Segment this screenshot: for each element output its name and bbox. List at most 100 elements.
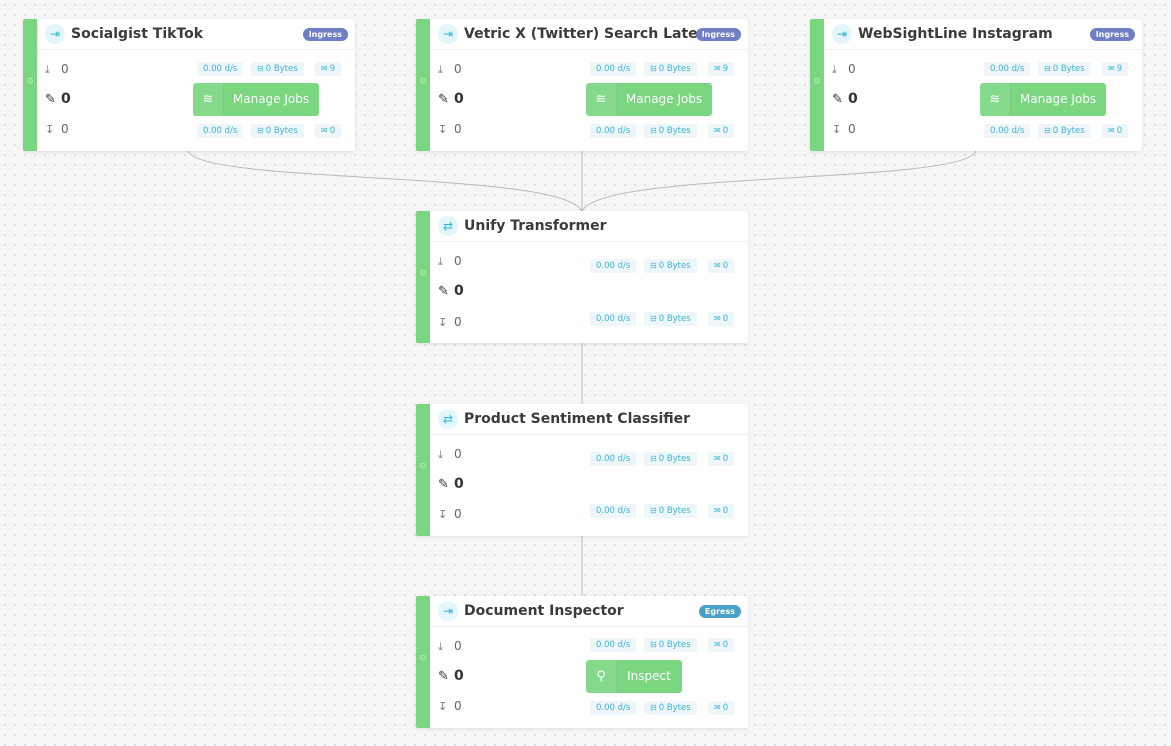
ingress-icon: ⇥ (832, 24, 852, 44)
layers-icon: ≋ (193, 83, 224, 116)
storage-icon: ⊟ (650, 506, 657, 515)
output-icon: ↧ (832, 123, 842, 136)
edit-icon: ✎ (438, 284, 449, 299)
rate-pill: 0.00 d/s (590, 504, 637, 518)
storage-icon: ⊟ (257, 64, 264, 73)
size-pill: ⊟0 Bytes (644, 452, 697, 466)
count-pill: ✉0 (708, 638, 735, 652)
node-title: Unify Transformer (464, 218, 607, 234)
rate-pill: 0.00 d/s (984, 62, 1031, 76)
node-header: ⇥ Vetric X (Twitter) Search Latest Ingre… (430, 19, 748, 50)
stat-input: ⤓0 (438, 639, 462, 653)
message-icon: ✉ (714, 64, 721, 73)
message-icon: ✉ (714, 126, 721, 135)
download-icon: ⤓ (832, 63, 837, 76)
count-pill: ✉0 (315, 124, 342, 138)
rate-pill: 0.00 d/s (590, 259, 637, 273)
message-icon: ✉ (714, 261, 721, 270)
node-document-inspector[interactable]: ⚙ ⇥ Document Inspector Egress ⤓0 ✎0 ↧0 0… (416, 596, 748, 728)
manage-jobs-button[interactable]: ≋ Manage Jobs (586, 83, 712, 116)
count-pill: ✉0 (1102, 124, 1129, 138)
stat-output: ↧0 (438, 315, 462, 329)
node-unify-transformer[interactable]: ⚙ ⇄ Unify Transformer ⤓0 ✎0 ↧0 0.00 d/s … (416, 211, 748, 343)
node-title: Vetric X (Twitter) Search Latest (464, 26, 713, 42)
gear-icon: ⚙ (419, 77, 428, 87)
size-pill: ⊟0 Bytes (644, 124, 697, 138)
transformer-icon: ⇄ (438, 216, 458, 236)
edge-socialgist-unify (187, 150, 583, 213)
message-icon: ✉ (321, 126, 328, 135)
node-header: ⇥ WebSightLine Instagram Ingress (824, 19, 1142, 50)
download-icon: ⤓ (438, 63, 443, 76)
count-pill: ✉0 (708, 312, 735, 326)
stat-input: ⤓0 (438, 447, 462, 461)
node-status-bar[interactable]: ⚙ (416, 404, 430, 536)
node-title: Document Inspector (464, 603, 624, 619)
layers-icon: ≋ (980, 83, 1011, 116)
download-icon: ⤓ (438, 448, 443, 461)
node-header: ⇄ Product Sentiment Classifier (430, 404, 748, 435)
message-icon: ✉ (714, 640, 721, 649)
edit-icon: ✎ (438, 669, 449, 684)
ingress-badge: Ingress (302, 28, 348, 41)
message-icon: ✉ (714, 454, 721, 463)
stat-input: ⤓0 (45, 62, 69, 76)
stat-output: ↧0 (438, 122, 462, 136)
node-header: ⇥ Document Inspector Egress (430, 596, 748, 627)
download-icon: ⤓ (438, 255, 443, 268)
node-socialgist-tiktok[interactable]: ⚙ ⇥ Socialgist TikTok Ingress ⤓0 ✎0 ↧0 0… (23, 19, 355, 151)
ingress-badge: Ingress (1089, 28, 1135, 41)
manage-jobs-button[interactable]: ≋ Manage Jobs (193, 83, 319, 116)
size-pill: ⊟0 Bytes (644, 504, 697, 518)
egress-badge: Egress (698, 605, 741, 618)
rate-pill: 0.00 d/s (197, 62, 244, 76)
count-pill: ✉0 (708, 504, 735, 518)
storage-icon: ⊟ (650, 64, 657, 73)
stat-processed: ✎0 (438, 668, 464, 684)
message-icon: ✉ (714, 506, 721, 515)
transformer-icon: ⇄ (438, 409, 458, 429)
stat-output: ↧0 (45, 122, 69, 136)
edit-icon: ✎ (45, 92, 56, 107)
node-status-bar[interactable]: ⚙ (23, 19, 37, 151)
node-vetric-x-search[interactable]: ⚙ ⇥ Vetric X (Twitter) Search Latest Ing… (416, 19, 748, 151)
node-status-bar[interactable]: ⚙ (416, 211, 430, 343)
output-icon: ↧ (438, 700, 448, 713)
stat-processed: ✎0 (438, 283, 464, 299)
count-pill: ✉0 (708, 124, 735, 138)
count-pill: ✉9 (315, 62, 342, 76)
rate-pill: 0.00 d/s (197, 124, 244, 138)
storage-icon: ⊟ (650, 703, 657, 712)
stat-processed: ✎0 (45, 91, 71, 107)
node-header: ⇄ Unify Transformer (430, 211, 748, 242)
storage-icon: ⊟ (1044, 64, 1051, 73)
storage-icon: ⊟ (650, 314, 657, 323)
rate-pill: 0.00 d/s (590, 312, 637, 326)
size-pill: ⊟0 Bytes (1038, 124, 1091, 138)
ingress-icon: ⇥ (438, 24, 458, 44)
stat-processed: ✎0 (438, 91, 464, 107)
node-status-bar[interactable]: ⚙ (416, 19, 430, 151)
node-product-sentiment-classifier[interactable]: ⚙ ⇄ Product Sentiment Classifier ⤓0 ✎0 ↧… (416, 404, 748, 536)
stat-input: ⤓0 (438, 62, 462, 76)
size-pill: ⊟0 Bytes (644, 701, 697, 715)
manage-jobs-button[interactable]: ≋ Manage Jobs (980, 83, 1106, 116)
ingress-badge: Ingress (695, 28, 741, 41)
edit-icon: ✎ (832, 92, 843, 107)
size-pill: ⊟0 Bytes (644, 638, 697, 652)
storage-icon: ⊟ (1044, 126, 1051, 135)
node-header: ⇥ Socialgist TikTok Ingress (37, 19, 355, 50)
stat-input: ⤓0 (832, 62, 856, 76)
node-status-bar[interactable]: ⚙ (416, 596, 430, 728)
edit-icon: ✎ (438, 477, 449, 492)
node-status-bar[interactable]: ⚙ (810, 19, 824, 151)
message-icon: ✉ (714, 314, 721, 323)
count-pill: ✉0 (708, 259, 735, 273)
egress-icon: ⇥ (438, 601, 458, 621)
gear-icon: ⚙ (813, 77, 822, 87)
ingress-icon: ⇥ (45, 24, 65, 44)
rate-pill: 0.00 d/s (590, 124, 637, 138)
storage-icon: ⊟ (257, 126, 264, 135)
node-websightline-instagram[interactable]: ⚙ ⇥ WebSightLine Instagram Ingress ⤓0 ✎ 0… (810, 19, 1142, 151)
inspect-button[interactable]: ⚲ Inspect (586, 660, 682, 693)
